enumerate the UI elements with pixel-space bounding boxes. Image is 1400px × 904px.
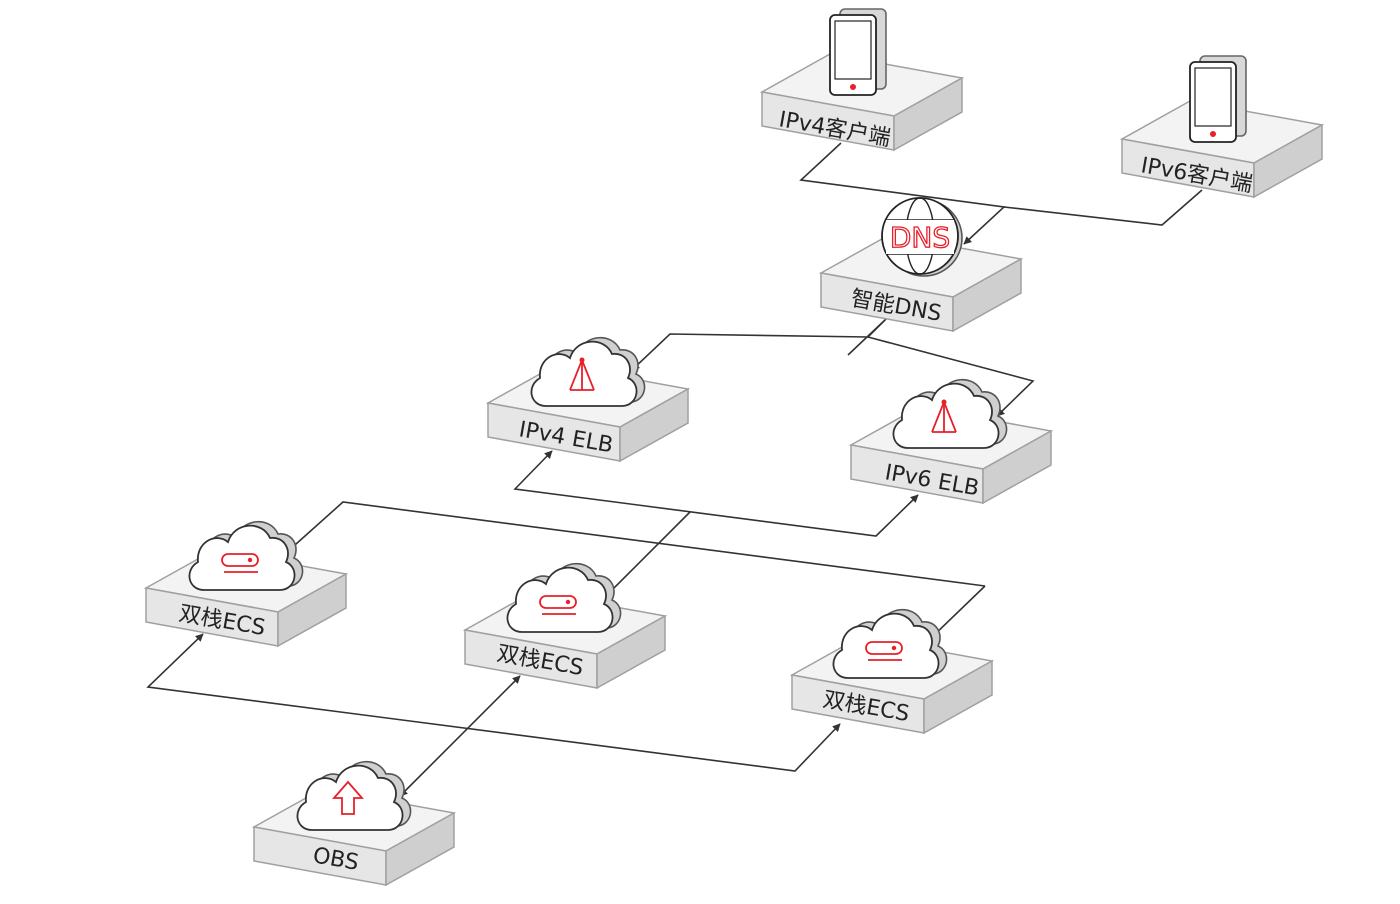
conn-ecs2-obs — [399, 675, 521, 797]
load-balancer-cloud-icon — [530, 336, 646, 407]
node-ipv4-elb: IPv4 ELB — [487, 336, 689, 462]
node-ecs-2: 双栈ECS — [464, 562, 666, 689]
conn-elb-bus — [513, 450, 919, 537]
dns-globe-icon: DNS — [881, 197, 963, 277]
node-ecs-1: 双栈ECS — [145, 520, 347, 647]
phone-icon — [1189, 55, 1247, 143]
server-cloud-icon — [832, 608, 948, 679]
conn-ipv6-client-dns — [1003, 189, 1203, 226]
node-ipv6-elb: IPv6 ELB — [850, 378, 1052, 504]
conn-dns-ipv4-elb — [631, 318, 887, 371]
node-ipv4-client: IPv4客户端 — [761, 8, 963, 151]
node-smart-dns: DNS 智能DNS — [820, 197, 1022, 332]
connections — [146, 142, 1203, 797]
server-cloud-icon — [506, 562, 622, 633]
conn-elb-ecs-2 — [606, 511, 691, 596]
upload-cloud-icon — [296, 760, 412, 831]
server-cloud-icon — [188, 520, 304, 591]
conn-elb-ecs-1 — [285, 501, 986, 587]
node-obs: OBS — [253, 760, 455, 886]
load-balancer-cloud-icon — [892, 378, 1008, 449]
node-ipv6-client: IPv6客户端 — [1121, 55, 1323, 198]
conn-dns-ipv6-elb — [867, 336, 1035, 417]
node-ecs-3: 双栈ECS — [791, 608, 993, 734]
dns-icon-text: DNS — [890, 221, 950, 254]
phone-icon — [829, 8, 887, 96]
conn-ipv4-client-dns — [799, 142, 1006, 245]
